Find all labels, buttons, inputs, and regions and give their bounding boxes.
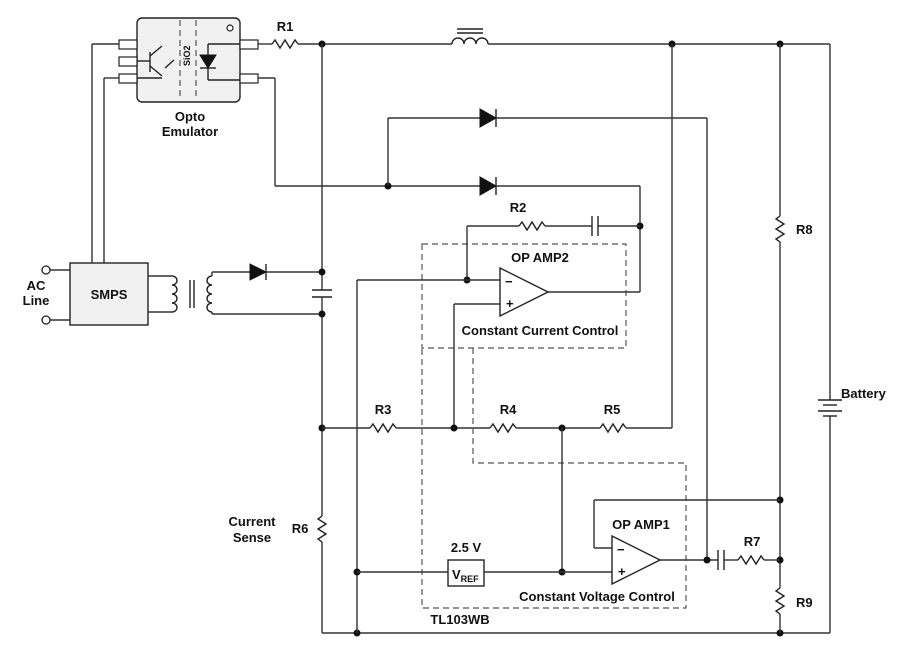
battery-label: Battery xyxy=(841,386,887,401)
resistor-r2 xyxy=(518,220,546,232)
resistor-r9 xyxy=(774,587,786,615)
sio2-label: SiO2 xyxy=(182,45,192,66)
opamp1-minus: − xyxy=(617,542,625,557)
output-capacitor xyxy=(312,289,332,298)
vref-main: V xyxy=(452,567,461,582)
opamp1-dashed-region xyxy=(421,348,687,609)
opamp2-minus: − xyxy=(505,274,513,289)
smps-label: SMPS xyxy=(91,287,128,302)
r6-label: R6 xyxy=(292,521,309,536)
cv-control-label: Constant Voltage Control xyxy=(519,589,675,604)
r1-label: R1 xyxy=(277,19,294,34)
op-amp-2: − + xyxy=(499,266,550,318)
vref-value-label: 2.5 V xyxy=(451,540,482,555)
svg-text:VREF: VREF xyxy=(452,567,479,584)
r3-label: R3 xyxy=(375,402,392,417)
opto-emulator: SiO2 Opto Emulator xyxy=(118,17,259,139)
r5-label: R5 xyxy=(604,402,621,417)
opamp1-plus: + xyxy=(618,564,626,579)
feedback-capacitor-2 xyxy=(591,216,599,236)
inductor xyxy=(451,28,489,45)
ac-label: AC xyxy=(27,278,46,293)
transformer xyxy=(148,272,213,314)
opamp1-label: OP AMP1 xyxy=(612,517,670,532)
resistor-r4 xyxy=(489,422,517,434)
opamp2-plus: + xyxy=(506,296,514,311)
resistor-r6 xyxy=(316,515,328,543)
resistor-r5 xyxy=(599,422,627,434)
op-amp-1: − + xyxy=(611,534,662,586)
opto-label: Opto xyxy=(175,109,205,124)
opamp2-dashed-region xyxy=(421,243,627,349)
current-label: Current xyxy=(229,514,277,529)
r9-label: R9 xyxy=(796,595,813,610)
r2-label: R2 xyxy=(510,200,527,215)
r8-label: R8 xyxy=(796,222,813,237)
emulator-label: Emulator xyxy=(162,124,218,139)
diode-upper xyxy=(479,108,498,128)
line-label: Line xyxy=(23,293,50,308)
rectifier-diode xyxy=(249,263,268,281)
vref-sub: REF xyxy=(461,574,480,584)
opamp2-label: OP AMP2 xyxy=(511,250,569,265)
r7-label: R7 xyxy=(744,534,761,549)
resistor-r3 xyxy=(369,422,397,434)
smps-block: SMPS AC Line xyxy=(23,43,149,326)
feedback-capacitor-1 xyxy=(717,550,725,570)
led-symbol xyxy=(199,43,240,81)
vref-block: VREF xyxy=(447,559,485,587)
resistor-r1 xyxy=(271,38,299,50)
cc-control-label: Constant Current Control xyxy=(462,323,619,338)
phototransistor-symbol xyxy=(137,45,175,79)
resistor-r8 xyxy=(774,215,786,243)
chip-label: TL103WB xyxy=(430,612,489,627)
sense-label: Sense xyxy=(233,530,271,545)
r4-label: R4 xyxy=(500,402,517,417)
resistor-r7 xyxy=(737,554,765,566)
battery-symbol xyxy=(818,399,842,417)
diode-lower xyxy=(479,176,498,196)
